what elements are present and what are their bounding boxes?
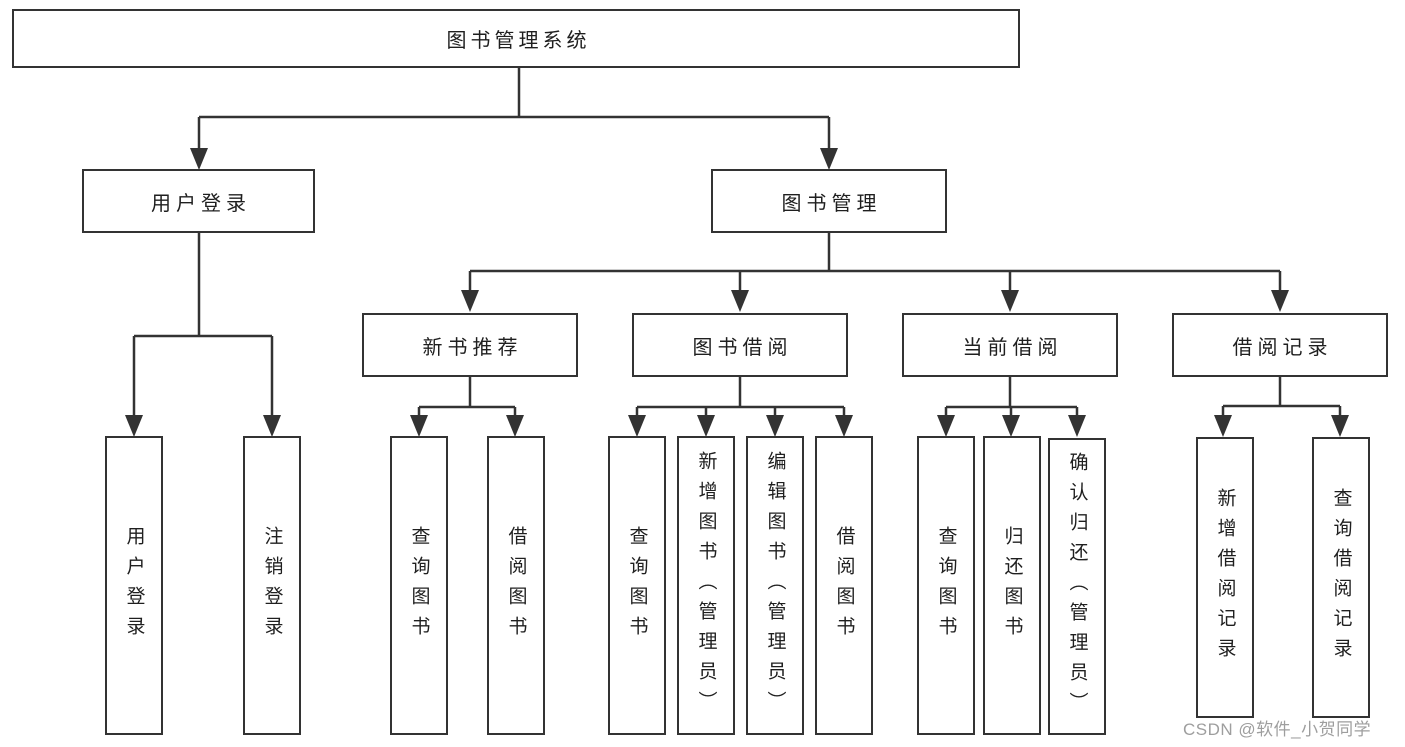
connector-new-book-recommend-to-leaves <box>417 377 517 418</box>
leaf-user-login: 用户登录 <box>105 436 163 735</box>
node-label: 借阅记录 <box>1232 336 1333 359</box>
node-label: 查询图书 <box>626 525 648 646</box>
arrowheads <box>125 148 1349 437</box>
leaf-query-borrow-record: 查询借阅记录 <box>1312 437 1370 718</box>
node-label: 新书推荐 <box>422 336 523 359</box>
node-label: 借阅图书 <box>833 525 855 646</box>
node-label: 确认归还（管理员） <box>1066 451 1088 722</box>
node-label: 用户登录 <box>123 525 145 646</box>
leaf-query-books-current: 查询图书 <box>917 436 975 735</box>
leaf-add-borrow-record: 新增借阅记录 <box>1196 437 1254 718</box>
connector-paths <box>132 68 1342 418</box>
node-label: 新增图书（管理员） <box>695 450 717 721</box>
leaf-add-book-admin: 新增图书（管理员） <box>677 436 735 735</box>
node-label: 归还图书 <box>1001 525 1023 646</box>
node-book-management: 图书管理 <box>711 169 947 233</box>
leaf-logout: 注销登录 <box>243 436 301 735</box>
leaf-borrow-books-recommend: 借阅图书 <box>487 436 545 735</box>
node-label: 图书管理 <box>781 192 882 215</box>
watermark: CSDN @软件_小贺同学 <box>1183 720 1372 739</box>
node-book-borrow: 图书借阅 <box>632 313 848 377</box>
node-label: 编辑图书（管理员） <box>764 450 786 721</box>
node-new-book-recommend: 新书推荐 <box>362 313 578 377</box>
leaf-borrow-books: 借阅图书 <box>815 436 873 735</box>
leaf-query-books-recommend: 查询图书 <box>390 436 448 735</box>
node-label: 查询借阅记录 <box>1330 487 1352 668</box>
node-label: 新增借阅记录 <box>1214 487 1236 668</box>
leaf-return-book: 归还图书 <box>983 436 1041 735</box>
node-label: 借阅图书 <box>505 525 527 646</box>
connector-root-to-level2 <box>197 68 831 150</box>
node-label: 查询图书 <box>935 525 957 646</box>
node-label: 用户登录 <box>151 192 251 215</box>
node-library-management-system: 图书管理系统 <box>12 9 1020 68</box>
connector-book-borrow-to-leaves <box>635 377 846 418</box>
connector-current-borrow-to-leaves <box>944 377 1079 418</box>
leaf-query-books-borrow: 查询图书 <box>608 436 666 735</box>
node-label: 图书借阅 <box>692 336 793 359</box>
node-label: 查询图书 <box>408 525 430 646</box>
node-current-borrow: 当前借阅 <box>902 313 1118 377</box>
node-label: 注销登录 <box>261 525 283 646</box>
node-borrow-records: 借阅记录 <box>1172 313 1388 377</box>
leaf-confirm-return-admin: 确认归还（管理员） <box>1048 438 1106 735</box>
node-label: 图书管理系统 <box>446 30 591 52</box>
connector-borrow-records-to-leaves <box>1221 377 1342 418</box>
node-label: 当前借阅 <box>962 336 1063 359</box>
connector-user-login-to-leaves <box>132 233 274 418</box>
node-user-login: 用户登录 <box>82 169 315 233</box>
leaf-edit-book-admin: 编辑图书（管理员） <box>746 436 804 735</box>
connector-book-management-to-level3 <box>468 233 1282 293</box>
